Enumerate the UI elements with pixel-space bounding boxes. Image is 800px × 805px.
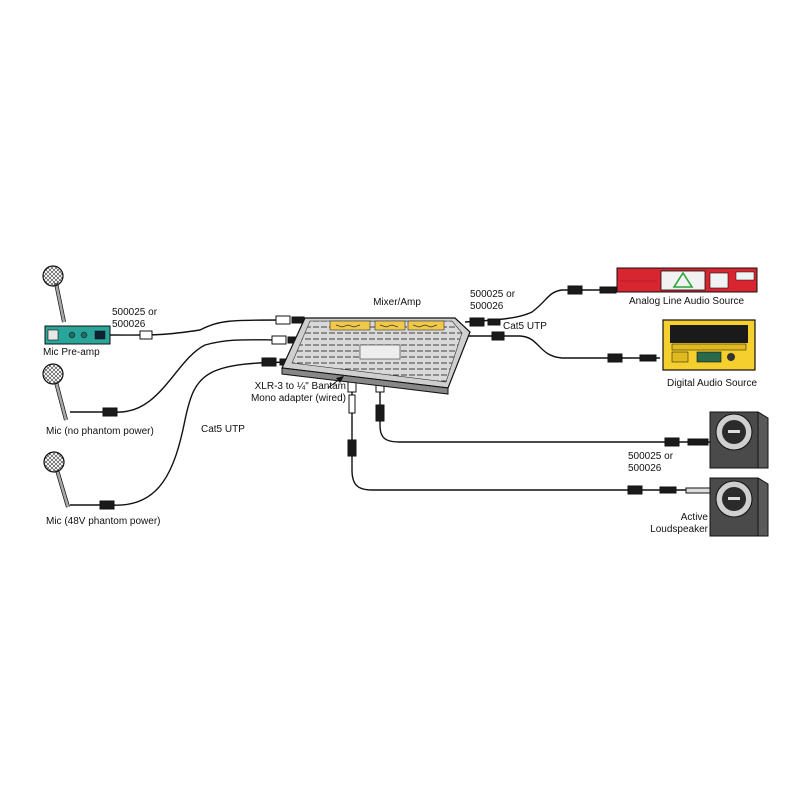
cable-left-label: 500025 or 500026 [112,307,157,331]
mic-48v [43,451,70,508]
connector [291,316,305,324]
analog-source-device [616,267,758,293]
adapter-label: XLR-3 to ¼" Bantam Mono adapter (wired) [226,381,346,405]
mic-preamp-label: Mic Pre-amp [43,347,100,358]
cable-left-line1: 500025 or [112,307,158,318]
cable-mixer-speaker1 [379,392,710,443]
cat5-left-label: Cat5 UTP [201,424,245,435]
speaker-label: Active Loudspeaker [630,512,708,536]
mic-no-phantom-label: Mic (no phantom power) [46,426,154,437]
adapter-line1: XLR-3 to ¼" Bantam [254,381,346,392]
cable-right-label: 500025 or 500026 [628,451,673,475]
mixer-console [281,317,471,395]
connector [567,285,583,295]
connector [102,407,118,417]
connector [627,485,643,495]
connectors [99,285,711,510]
mixer-label: Mixer/Amp [373,297,421,308]
speaker-line2: Loudspeaker [650,524,708,535]
mic-no-phantom [42,363,68,421]
analog-source-label: Analog Line Audio Source [629,296,745,307]
connector [599,286,617,294]
cables [70,289,710,506]
connector [491,331,505,341]
cable-right-line1: 500025 or [628,451,674,462]
cable-right-line2: 500026 [628,463,662,474]
cable-top-label: 500025 or 500026 [470,289,515,313]
cable-left-line2: 500026 [112,319,146,330]
cable-top-line2: 500026 [470,301,504,312]
cable-mixer-digital [455,335,660,359]
digital-source-device [662,319,756,371]
cable-mic48v-mixer [70,361,301,506]
cat5-right-label: Cat5 UTP [503,321,547,332]
connector [99,500,115,510]
speaker-2 [709,477,769,537]
connector [139,330,153,340]
connector [685,487,711,494]
adapter-pointer [327,376,344,389]
digital-source-label: Digital Audio Source [667,378,758,389]
connector [607,353,623,363]
connector [347,439,357,457]
cable-mixer-speaker2 [351,390,710,491]
connector [261,357,277,367]
mic-preamp-microphone [42,265,66,323]
connector [659,486,677,494]
connector [275,315,291,325]
speaker-1 [709,411,769,469]
cable-mic-nophantom-mixer [70,339,286,413]
connector [664,437,680,447]
connector [487,318,501,326]
connector [271,335,287,345]
speaker-line1: Active [680,512,708,523]
mic-preamp-device [44,325,111,345]
mic-48v-label: Mic (48V phantom power) [46,516,161,527]
adapter-line2: Mono adapter (wired) [250,393,346,404]
connector [687,438,709,446]
connector [639,354,657,362]
cable-top-line1: 500025 or [470,289,516,300]
connector [469,317,485,327]
connector [375,404,385,422]
connector [348,394,356,414]
